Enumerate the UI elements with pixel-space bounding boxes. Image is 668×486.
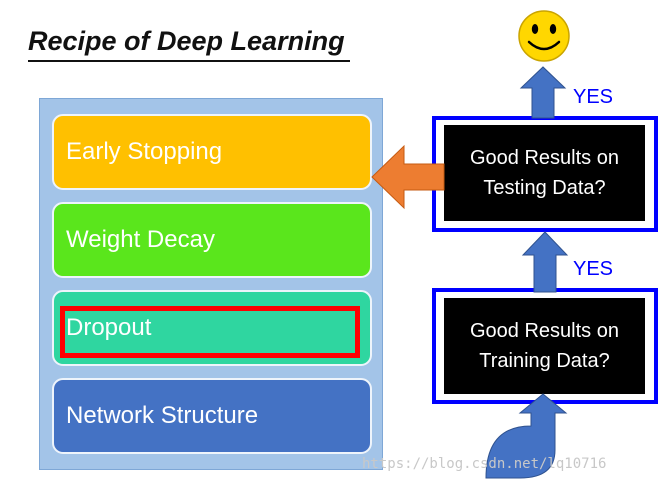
method-network-structure: Network Structure [52,378,372,454]
testing-check-line2: Testing Data? [483,177,606,199]
method-early-stopping: Early Stopping [52,114,372,190]
training-check-line2: Training Data? [479,350,610,372]
smiley-face-icon [518,10,570,62]
yes-label-upper: YES [573,86,614,108]
training-check-line1: Good Results on [470,320,619,342]
testing-check-box: Good Results on Testing Data? [444,125,645,221]
method-label: Early Stopping [66,138,223,165]
page-title: Recipe of Deep Learning [28,26,345,56]
testing-check-line1: Good Results on [470,147,619,169]
yes-label-lower: YES [573,258,614,280]
method-label: Weight Decay [66,226,215,253]
up-arrow-to-success [519,66,567,119]
curved-arrow-into-training [485,393,568,479]
left-arrow-to-early-stopping [371,144,445,210]
title-underline [28,60,350,62]
dropout-highlight-box [60,306,360,358]
watermark-url: https://blog.csdn.net/lq10716 [362,456,607,472]
up-arrow-training-to-testing [521,231,569,293]
training-check-box: Good Results on Training Data? [444,298,645,394]
method-label: Network Structure [66,402,259,429]
method-weight-decay: Weight Decay [52,202,372,278]
method-label: Dropout [66,314,152,341]
